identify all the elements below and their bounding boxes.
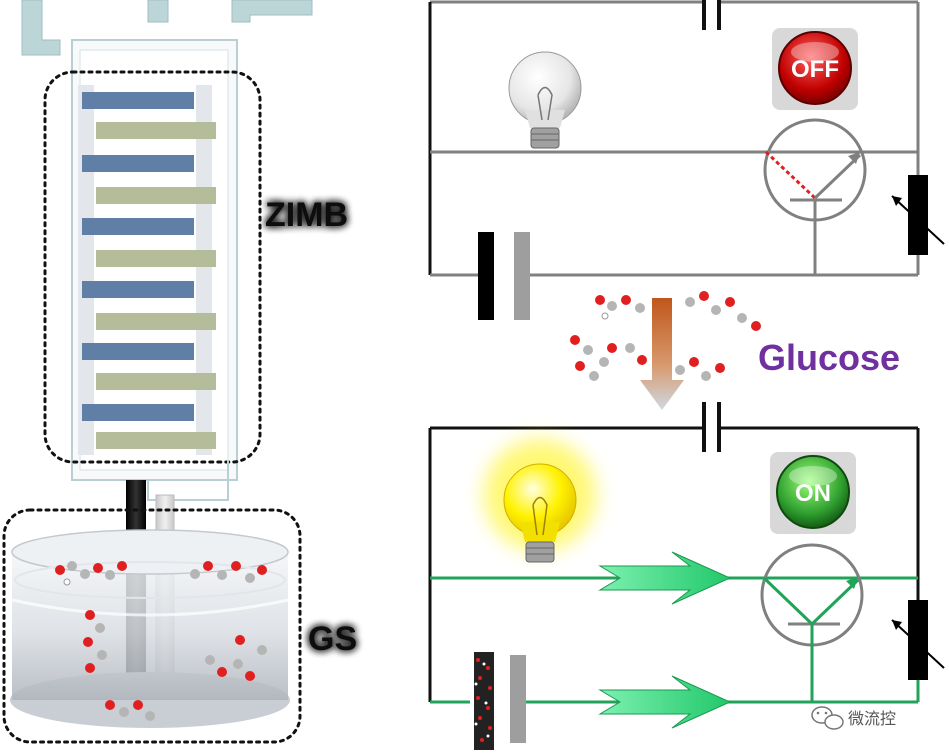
glucose-molecule-icon xyxy=(190,561,267,583)
zimb-dotted-box xyxy=(43,70,262,464)
glucose-molecule-icon xyxy=(570,335,617,381)
beaker-top xyxy=(11,529,289,575)
cathode-strip xyxy=(96,373,216,390)
glucose-molecule-icon xyxy=(595,295,645,320)
glucose-molecule-icon xyxy=(685,291,761,331)
on-switch-button: ON xyxy=(770,452,856,534)
variable-resistor-icon xyxy=(891,175,945,255)
current-collector-mid xyxy=(147,0,169,23)
current-collector-right xyxy=(231,0,313,23)
glucose-molecule-icon xyxy=(625,343,725,381)
off-button-label: OFF xyxy=(791,56,839,83)
anode-strip xyxy=(82,404,194,421)
circuit-off: OFF xyxy=(428,0,945,320)
transistor-icon xyxy=(763,118,867,275)
beaker-body xyxy=(12,550,288,700)
zimb-label: ZIMB xyxy=(265,196,348,234)
battery-icon xyxy=(478,232,494,320)
anode-strip xyxy=(82,218,194,235)
current-arrow-icon xyxy=(598,675,732,729)
anode-strip xyxy=(82,281,194,298)
cathode-strip xyxy=(96,313,216,330)
glucose-molecule-icon xyxy=(83,610,107,673)
off-switch-button: OFF xyxy=(772,28,858,110)
down-arrow xyxy=(640,298,684,410)
battery-plate-grey xyxy=(514,232,530,320)
battery-plate-grey xyxy=(510,655,526,743)
light-bulb-off-icon xyxy=(508,51,582,149)
variable-resistor-icon xyxy=(891,600,945,680)
glucose-label: Glucose xyxy=(758,337,900,378)
interdigitated-electrodes xyxy=(82,92,216,449)
glucose-molecule-icon xyxy=(55,561,127,586)
watermark: 微流控 xyxy=(811,706,896,730)
anode-strip xyxy=(82,343,194,360)
liquid-surface xyxy=(14,561,286,599)
light-bulb-on-icon xyxy=(484,439,596,563)
cathode-strip xyxy=(96,187,216,204)
current-arrow-icon xyxy=(598,551,732,605)
cathode-strip xyxy=(96,122,216,139)
gs-dotted-box xyxy=(2,508,302,744)
battery-icon xyxy=(474,652,494,750)
cathode-strip xyxy=(96,250,216,267)
transistor-icon xyxy=(760,543,864,702)
glucose-molecule-icon xyxy=(205,635,267,681)
anode-bus xyxy=(78,85,94,455)
wechat-icon xyxy=(811,706,844,730)
cathode-bus xyxy=(196,85,212,455)
watermark-text: 微流控 xyxy=(848,709,896,728)
on-button-label: ON xyxy=(795,480,831,507)
cathode-strip xyxy=(96,432,216,449)
anode-strip xyxy=(82,92,194,109)
zimb-device: ZIMB xyxy=(21,0,348,481)
current-collector-left xyxy=(21,0,61,56)
gs-label: GS xyxy=(308,620,357,658)
glucose-addition: Glucose xyxy=(570,291,900,410)
glucose-molecule-icon xyxy=(105,700,155,721)
glucose-solution-beaker: GS xyxy=(2,508,357,744)
anode-strip xyxy=(82,155,194,172)
circuit-on: ON xyxy=(428,402,945,750)
